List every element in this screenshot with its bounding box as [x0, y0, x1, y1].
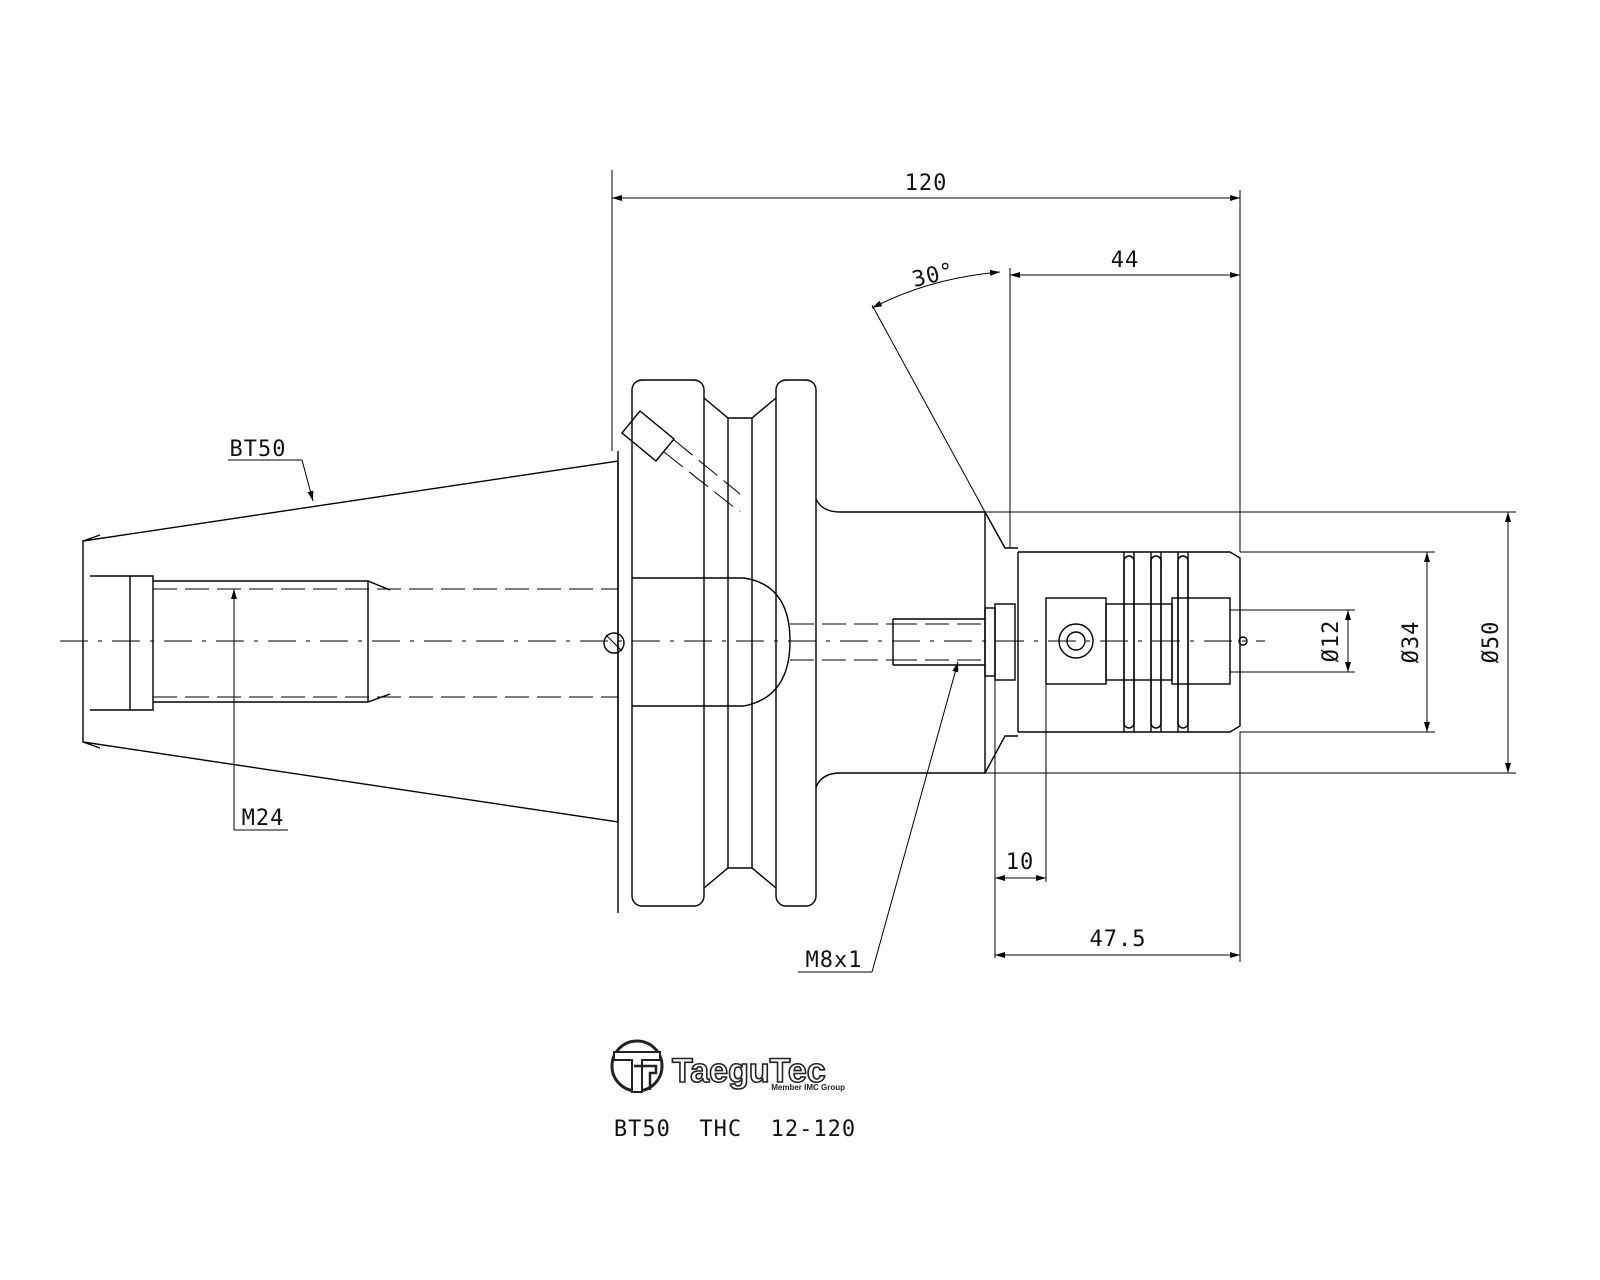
callout-bt50: BT50 — [228, 437, 314, 502]
dim-nose-length: 44 — [1009, 248, 1240, 548]
dim-nut-diameter: Ø34 — [1240, 551, 1435, 733]
callout-bt50-label: BT50 — [230, 437, 287, 462]
logo-brand-text: TaeguTec — [672, 1052, 826, 1090]
v-flange — [617, 379, 817, 913]
callout-m24-label: M24 — [242, 806, 285, 831]
dim-10-label: 10 — [1006, 850, 1035, 875]
dim-47-5-label: 47.5 — [1090, 927, 1147, 952]
logo-tagline: Member IMC Group — [771, 1083, 845, 1092]
taegutec-logo: TaeguTec Member IMC Group — [610, 1039, 845, 1093]
callout-m24: M24 — [231, 589, 288, 831]
dim-angle: 30° — [871, 258, 1001, 513]
holder-body — [790, 498, 1018, 788]
callout-m8x1-label: M8x1 — [806, 948, 863, 973]
dim-overall-length: 120 — [611, 170, 1241, 552]
dim-12-label: Ø12 — [1319, 620, 1344, 663]
dim-body-diameter: Ø50 — [985, 511, 1516, 774]
dim-bore-diameter: Ø12 — [1230, 609, 1355, 673]
dim-34-label: Ø34 — [1399, 621, 1424, 664]
dim-50-label: Ø50 — [1479, 621, 1504, 664]
callout-m8x1: M8x1 — [798, 661, 959, 973]
collet-nut — [1017, 551, 1248, 733]
dim-collet-length: 47.5 — [995, 732, 1241, 962]
part-number: BT50 THC 12-120 — [614, 1117, 856, 1142]
dim-120-label: 120 — [905, 171, 948, 196]
dim-44-label: 44 — [1111, 248, 1140, 273]
dim-flange-to-nut: 10 — [994, 680, 1047, 958]
dim-angle-label: 30° — [910, 258, 958, 293]
